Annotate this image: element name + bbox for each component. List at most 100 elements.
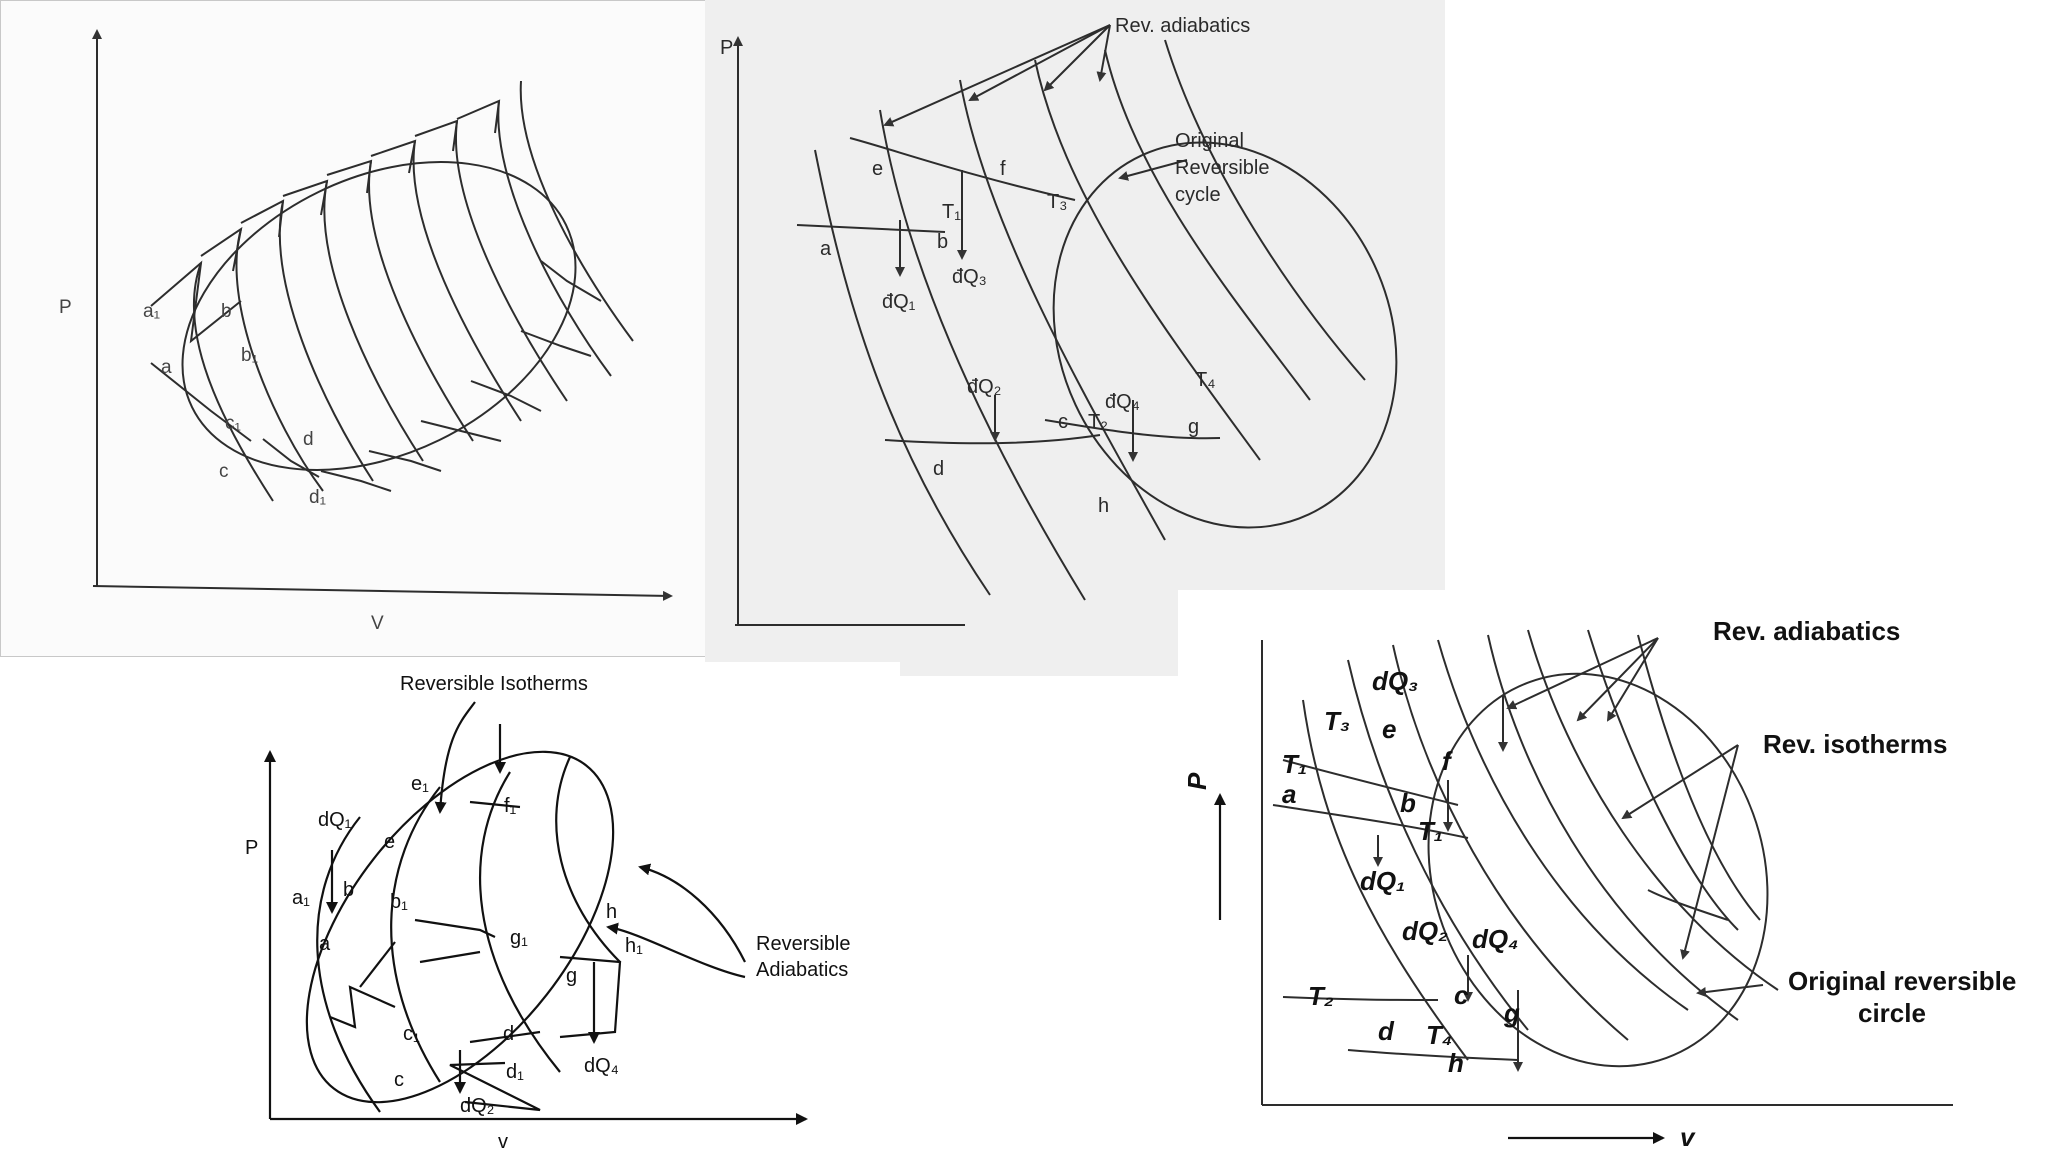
point-h1: h₁ <box>625 935 643 957</box>
temp-T2: T₂ <box>1308 981 1334 1011</box>
point-h: h <box>1448 1048 1464 1078</box>
isotherm-zigzags <box>329 800 622 1112</box>
callout-adiabatics-line1: Reversible <box>756 933 850 955</box>
pv-diagram-3: Reversible Isotherms Reversible Adiabati… <box>245 673 850 1152</box>
callout-isotherms-label: Rev. isotherms <box>1763 729 1947 759</box>
callout-isotherms <box>434 701 506 814</box>
callout-cycle-line2: Reversible <box>1175 157 1269 179</box>
point-f: f <box>1442 746 1453 776</box>
temp-T1: T₁ <box>1282 749 1307 779</box>
callout-adiabatics-arrows <box>606 863 746 979</box>
adiabatic-curves <box>316 756 621 1113</box>
point-c1: c₁ <box>403 1023 420 1045</box>
point-f: f <box>1000 158 1006 180</box>
point-b: b <box>221 301 232 322</box>
callout-cycle-line1: Original <box>1175 130 1244 152</box>
point-b1: b₁ <box>390 891 408 913</box>
heat-dQ2: đQ₂ <box>967 376 1001 398</box>
diagram-panel-rev-adiabatics: Rev. adiabatics Original Reversible cycl… <box>705 0 1445 676</box>
point-g: g <box>1503 998 1520 1028</box>
heat-dQ2: dQ₂ <box>1402 916 1448 946</box>
y-axis-label: P <box>720 37 733 59</box>
point-a: a <box>319 933 331 955</box>
temp-T3: T₃ <box>1047 191 1067 213</box>
callout-cycle-line <box>1118 159 1188 181</box>
callout-adiabatics-line2: Adiabatics <box>756 959 848 981</box>
temp-T4: T₄ <box>1426 1020 1452 1050</box>
y-axis-label: P <box>245 837 258 859</box>
point-g1: g₁ <box>510 927 528 949</box>
callout-cycle-line3: cycle <box>1175 184 1221 206</box>
pv-diagram-4: Rev. adiabatics Rev. isotherms Original … <box>1182 616 2016 1152</box>
cycle-ellipse <box>181 161 577 471</box>
point-h: h <box>1098 495 1109 517</box>
callout-adiabatics-label: Rev. adiabatics <box>1115 15 1250 37</box>
isotherm-curves <box>1272 759 1729 1061</box>
y-axis-label: P <box>1182 772 1212 790</box>
heat-dQ4: dQ₄ <box>1472 924 1519 954</box>
point-d: d <box>303 429 314 450</box>
cycle-ellipse <box>1052 141 1398 529</box>
x-axis-label: V <box>371 613 384 634</box>
heat-arrows <box>326 850 600 1094</box>
point-c: c <box>1058 411 1068 433</box>
point-d: d <box>503 1023 514 1045</box>
x-axis-label: v <box>1680 1122 1696 1152</box>
adiabatic-curves <box>1302 629 1779 1061</box>
diagram-panel-rev-isotherms: Rev. adiabatics Rev. isotherms Original … <box>1178 590 2048 1152</box>
isotherm-curves <box>796 137 1221 445</box>
point-d: d <box>1378 1016 1395 1046</box>
y-axis-label: P <box>59 297 72 318</box>
callout-isotherms-label: Reversible Isotherms <box>400 673 588 695</box>
point-g: g <box>1188 416 1199 438</box>
point-a: a <box>1282 779 1296 809</box>
heat-dQ3: đQ₃ <box>952 266 987 288</box>
point-c1: c₁ <box>225 413 241 434</box>
heat-dQ2: dQ₂ <box>460 1095 494 1117</box>
callout-adiabatics-label: Rev. adiabatics <box>1713 616 1900 646</box>
temp-T4: T₄ <box>1195 369 1215 391</box>
point-a: a <box>161 357 172 378</box>
point-d1: d₁ <box>506 1061 524 1083</box>
diagram-panel-ellipse-zigzag: P V a₁ b b₁ a c₁ d c d₁ <box>0 0 710 657</box>
diagram-panel-reversible-isotherms: Reversible Isotherms Reversible Adiabati… <box>0 662 900 1152</box>
x-axis-label: v <box>498 1131 508 1152</box>
point-f1: f₁ <box>504 795 517 817</box>
temp-T1-right: T₁ <box>1418 816 1443 846</box>
heat-dQ1: đQ₁ <box>882 291 916 313</box>
point-b: b <box>937 231 948 253</box>
point-b: b <box>1400 788 1416 818</box>
point-a1: a₁ <box>143 301 160 322</box>
cycle-ellipse <box>1427 672 1769 1068</box>
x-axis <box>92 585 673 601</box>
callout-adiabatics <box>1506 637 1659 722</box>
point-a1: a₁ <box>292 887 310 909</box>
point-e: e <box>384 831 395 853</box>
point-a: a <box>820 238 832 260</box>
point-c: c <box>394 1069 404 1091</box>
heat-dQ3: dQ₃ <box>1372 666 1418 696</box>
temp-T2: T₂ <box>1088 411 1108 433</box>
cycle-ellipse <box>305 750 615 1104</box>
heat-arrows <box>895 170 1138 462</box>
point-b: b <box>343 879 354 901</box>
point-g: g <box>566 965 577 987</box>
heat-dQ4: đQ₄ <box>1105 391 1140 413</box>
heat-dQ1: dQ₁ <box>318 809 352 831</box>
isotherm-zigzags <box>150 99 602 492</box>
pv-diagram-2: Rev. adiabatics Original Reversible cycl… <box>720 15 1398 626</box>
adiabatic-curves <box>814 39 1366 601</box>
point-e: e <box>872 158 883 180</box>
point-c: c <box>1454 980 1469 1010</box>
temp-T1: T₁ <box>942 201 961 223</box>
point-e1: e₁ <box>411 773 429 795</box>
callout-isotherms <box>1621 744 1739 960</box>
heat-dQ4: dQ₄ <box>584 1055 619 1077</box>
callout-adiabatics <box>883 24 1111 127</box>
point-e: e <box>1382 714 1396 744</box>
callout-circle-line1: Original reversible <box>1788 966 2016 996</box>
temp-T3: T₃ <box>1324 706 1350 736</box>
point-d1: d₁ <box>309 487 326 508</box>
pv-diagram-1: P V a₁ b b₁ a c₁ d c d₁ <box>59 29 673 634</box>
point-b1: b₁ <box>241 345 258 366</box>
